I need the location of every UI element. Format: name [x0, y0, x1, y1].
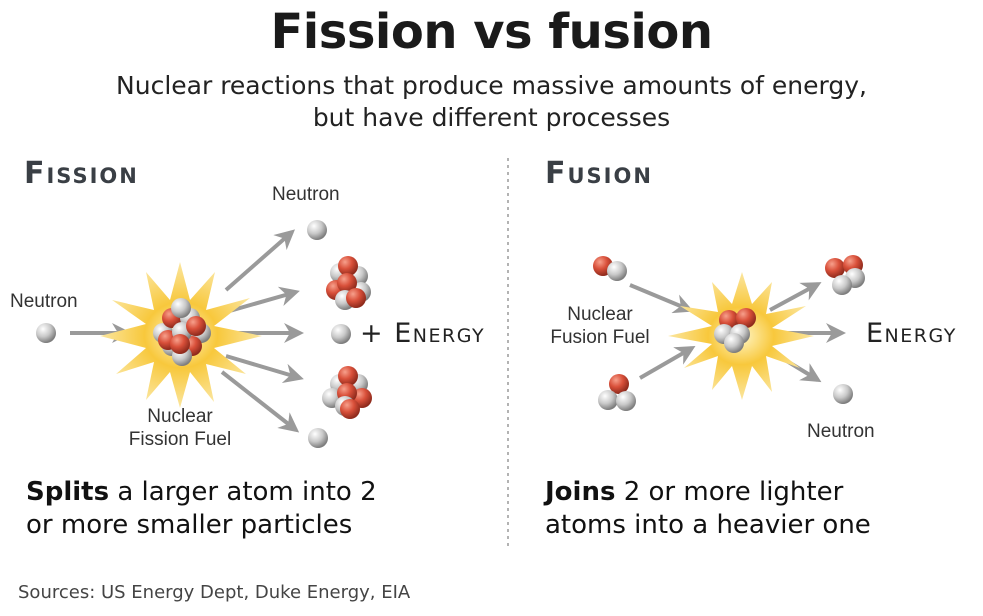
fission-neutron-out-label: Neutron [272, 184, 340, 205]
fusion-fuel-atom-top [593, 256, 627, 281]
fission-fuel-nucleus [153, 298, 211, 366]
fission-desc-line-1: Splits a larger atom into 2 [26, 476, 377, 509]
fusion-fuel-label-line-2: Fusion Fuel [550, 327, 650, 348]
fission-heading: Fission [24, 156, 139, 191]
source-note: Sources: US Energy Dept, Duke Energy, EI… [18, 582, 411, 603]
fission-desc-line-1-rest: a larger atom into 2 [109, 477, 377, 507]
fission-fuel-label-line-2: Fission Fuel [128, 429, 232, 450]
arrow-out-neutron-bottom [220, 370, 300, 433]
fusion-desc-line-2: atoms into a heavier one [545, 510, 871, 540]
fission-description: Splits a larger atom into 2 or more smal… [26, 476, 377, 542]
fusion-output-neutron [833, 384, 853, 404]
fission-neutron-in-label: Neutron [10, 291, 78, 312]
fusion-neutron-label: Neutron [807, 421, 875, 442]
fission-fuel-label: Nuclear Fission Fuel [110, 405, 250, 451]
arrow-in-fusion-bottom [639, 346, 696, 380]
subtitle-line-2: but have different processes [312, 103, 671, 132]
incoming-neutron [36, 323, 56, 343]
fission-energy-word: Energy [394, 318, 486, 349]
fusion-desc-bold: Joins [545, 477, 616, 507]
output-neutron-bottom [308, 428, 328, 448]
fusion-desc-line-1: Joins 2 or more lighter [545, 476, 871, 509]
fusion-output-nucleus [825, 255, 865, 295]
fission-energy-label: + Energy [360, 318, 485, 349]
fusion-energy-label: Energy [866, 318, 957, 349]
subtitle: Nuclear reactions that produce massive a… [0, 70, 983, 134]
fusion-fuel-label-line-1: Nuclear [567, 304, 633, 325]
fission-desc-bold: Splits [26, 477, 110, 507]
page-title: Fission vs fusion [270, 4, 714, 60]
fusion-desc-line-1-rest: 2 or more lighter [615, 477, 844, 507]
fission-desc-line-2: or more smaller particles [26, 510, 353, 540]
output-neutron-mid [331, 324, 351, 344]
plus-sign: + [360, 318, 385, 349]
fusion-fuel-label: Nuclear Fusion Fuel [532, 303, 668, 349]
fusion-fuel-atom-bottom [598, 374, 636, 411]
fission-fuel-label-line-1: Nuclear [147, 406, 213, 427]
fusion-description: Joins 2 or more lighter atoms into a hea… [545, 476, 871, 542]
arrow-out-fusion-top [769, 282, 822, 312]
arrow-out-fragment-bottom [225, 354, 304, 384]
subtitle-line-1: Nuclear reactions that produce massive a… [116, 71, 867, 100]
arrow-out-neutron-top [224, 229, 296, 292]
arrow-out-fragment-top [225, 286, 300, 314]
arrow-in-fusion-top [629, 283, 694, 314]
output-neutron-top [307, 220, 327, 240]
fusion-heading: Fusion [545, 156, 653, 191]
fission-fragment-bottom [322, 366, 372, 419]
fission-fragment-top [326, 256, 371, 310]
fusion-result-nucleus [714, 308, 756, 353]
